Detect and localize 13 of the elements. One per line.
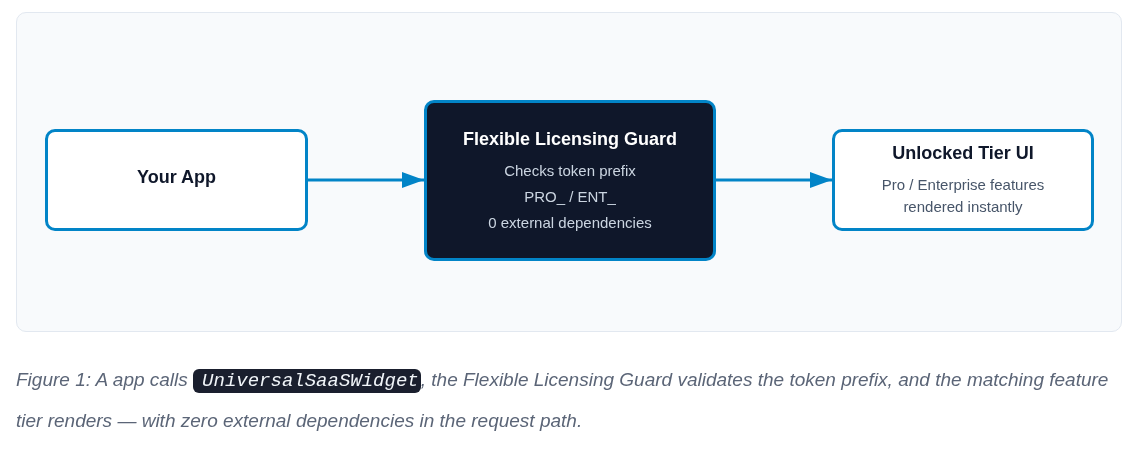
node-description: PRO_ / ENT_ bbox=[524, 186, 616, 207]
node-title: Flexible Licensing Guard bbox=[462, 127, 678, 150]
arrow bbox=[308, 172, 424, 188]
node-description: Checks token prefix bbox=[504, 160, 636, 181]
node-title: Your App bbox=[137, 166, 216, 188]
node-title: Unlocked Tier UI bbox=[892, 142, 1034, 164]
node-description: 0 external dependencies bbox=[488, 212, 652, 233]
process-box bbox=[45, 129, 308, 231]
figure-caption: Figure 1: A app calls UniversalSaaSWidget, the Flexible Licensing Guard validates the token prefix, and the matching feature tier renders — with zero external dependencies in the request path. bbox=[16, 368, 1110, 433]
process-box bbox=[424, 100, 716, 261]
arrow bbox=[716, 172, 832, 188]
node-description: Pro / Enterprise features rendered instantly bbox=[880, 175, 1046, 217]
process-box bbox=[832, 129, 1094, 231]
